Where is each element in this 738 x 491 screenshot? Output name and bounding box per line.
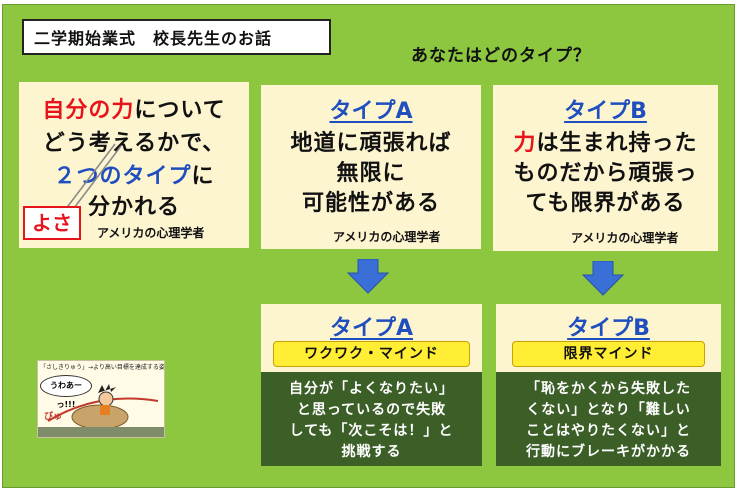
callout-line <box>64 143 122 213</box>
type-a-mindset-heading: タイプA <box>329 316 414 341</box>
type-a-line-3: 可能性がある <box>301 191 440 216</box>
intro-highlight-two-types: ２つのタイプ <box>53 164 192 189</box>
type-a-desc-line-1: 自分が「よくなりたい」 <box>289 381 454 397</box>
intro-source: アメリカの心理学者 <box>97 226 205 240</box>
type-a-desc-line-2: と思っているので失敗 <box>296 402 447 418</box>
down-arrow-icon <box>346 259 390 294</box>
type-b-line-1-rest: は生まれ持った <box>536 131 698 156</box>
yosa-label: よさ <box>23 206 81 240</box>
type-b-desc-line-4: 行動にブレーキがかかる <box>526 444 691 460</box>
intro-line-3-rest: に <box>191 164 215 189</box>
type-a-description-panel: 自分が「よくなりたい」 と思っているので失敗 しても「次こそは！」と 挑戦する <box>261 372 482 466</box>
intro-line-3: ２つのタイプに <box>19 158 249 190</box>
type-a-source: アメリカの心理学者 <box>333 230 441 244</box>
waku-waku-mind-label: ワクワク・マインド <box>273 341 470 367</box>
page-title: 二学期始業式 校長先生のお話 <box>22 19 331 55</box>
type-b-mindset-card: タイプB 限界マインド 「恥をかくから失敗した くない」となり「難しい ことはや… <box>496 304 721 466</box>
type-b-highlight-ability: 力 <box>513 131 537 156</box>
intro-card: 自分の力について どう考えるかで、 ２つのタイプに 分かれる よさ アメリカの心… <box>19 82 249 248</box>
type-b-source: アメリカの心理学者 <box>571 231 679 245</box>
type-b-heading: タイプB <box>564 99 647 124</box>
intro-line-2: どう考えるかで、 <box>42 131 226 156</box>
illustration-caption: 「さしきりゅう」→より高い目標を達成する姿 <box>40 364 165 371</box>
intro-line-1: 自分の力について <box>19 92 249 124</box>
type-b-desc-line-2: くない」となり「難しい <box>526 402 691 418</box>
type-a-line-1: 地道に頑張れば <box>290 131 452 156</box>
flying-boy-icon <box>38 384 164 437</box>
type-a-heading: タイプA <box>329 99 413 124</box>
intro-line-1-rest: について <box>134 98 226 123</box>
cartoon-illustration: 「さしきりゅう」→より高い目標を達成する姿 うわあーっ!!! びゅ <box>37 360 165 438</box>
down-arrow-icon <box>581 261 625 296</box>
type-b-line-2: ものだから頑張っ <box>513 161 698 186</box>
type-b-line-1: 力は生まれ持った <box>493 125 718 157</box>
slide-background: 二学期始業式 校長先生のお話 あなたはどのタイプ？ 自分の力について どう考える… <box>2 4 735 488</box>
speech-bubble: うわあーっ!!! <box>40 375 92 409</box>
type-b-card: タイプB 力は生まれ持った ものだから頑張っ ても限界がある アメリカの心理学者 <box>493 85 718 251</box>
type-b-mindset-heading: タイプB <box>567 316 650 341</box>
type-b-line-3: ても限界がある <box>525 191 686 216</box>
type-b-desc-line-1: 「恥をかくから失敗した <box>526 381 691 397</box>
type-b-desc-line-3: ことはやりたくない」と <box>526 423 691 439</box>
intro-highlight-ability: 自分の力 <box>42 98 135 123</box>
type-a-desc-line-3: しても「次こそは！」と <box>289 423 454 439</box>
type-a-card: タイプA 地道に頑張れば 無限に 可能性がある アメリカの心理学者 <box>261 85 481 249</box>
sound-effect-text: びゅ <box>44 412 63 422</box>
intro-line-4: 分かれる <box>87 195 180 220</box>
question-heading: あなたはどのタイプ？ <box>411 46 591 66</box>
limit-mind-label: 限界マインド <box>512 341 705 367</box>
type-a-mindset-card: タイプA ワクワク・マインド 自分が「よくなりたい」 と思っているので失敗 して… <box>261 304 482 466</box>
type-a-line-2: 無限に <box>336 161 406 186</box>
type-a-desc-line-4: 挑戦する <box>341 444 402 460</box>
type-b-description-panel: 「恥をかくから失敗した くない」となり「難しい ことはやりたくない」と 行動にブ… <box>496 372 721 466</box>
